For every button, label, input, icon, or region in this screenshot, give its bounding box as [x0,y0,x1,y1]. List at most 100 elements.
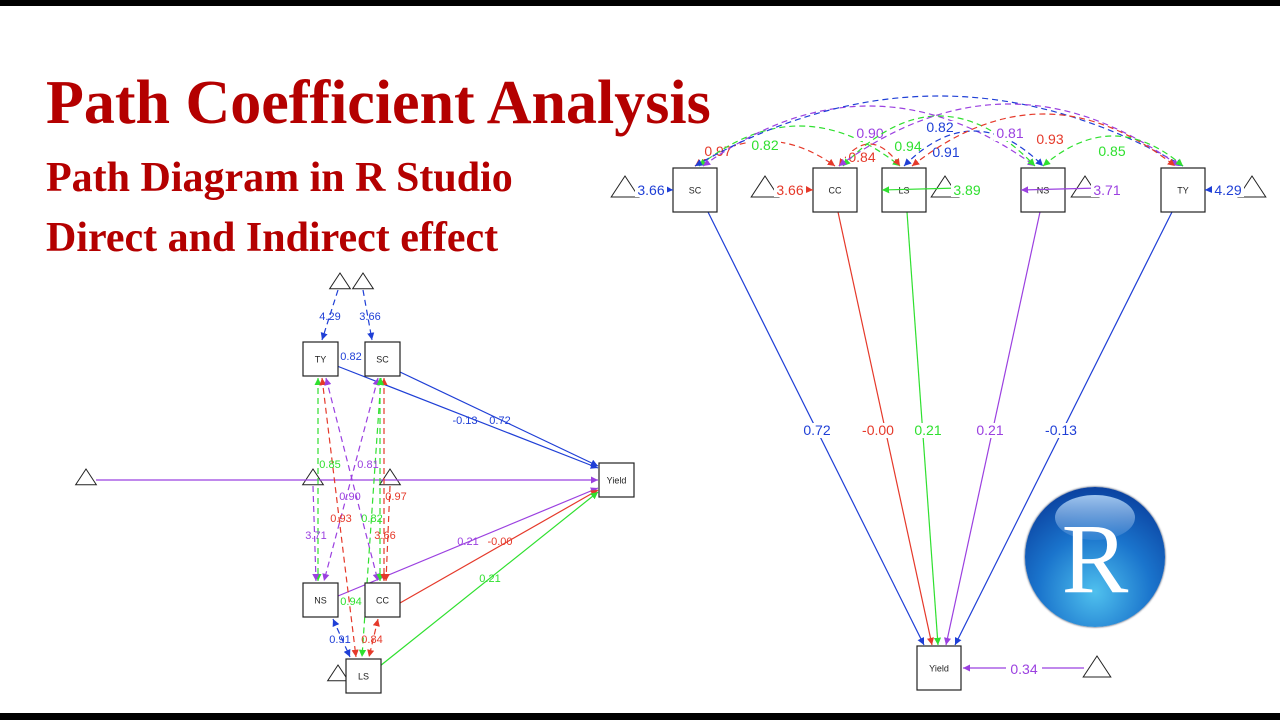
path-coefficient-SC: 0.72 [803,422,830,438]
label-bg [749,139,781,153]
node-yield-label: Yield [929,664,949,674]
left-node-ty-box [302,341,339,377]
variance-triangle-TY [1237,175,1267,198]
left-label-3: -0.13 [452,415,477,427]
left-variance-sc [362,289,375,341]
label-bg [951,182,983,197]
covariance-arc-CC-NS [842,115,1036,167]
left-path-sc-yield [399,371,599,467]
left-label-9: 0.93 [330,513,351,525]
left-node-yield-label: Yield [607,476,627,486]
variance-label-CC: 3.66 [776,182,803,198]
variance-label-SC: 3.66 [637,182,664,198]
left-latent-triangle-0 [328,272,352,290]
covariance-label-LS-NS: 0.91 [932,144,959,160]
label-bg [1034,133,1066,147]
left-label-13: 0.21 [457,536,478,548]
left-label-17: 0.91 [329,634,350,646]
covariance-arc-NS-TY [1042,135,1184,167]
variance-label-NS: 3.71 [1093,182,1120,198]
covariance-arc-SC-NS [702,105,1036,167]
left-node-ns-label: NS [314,596,327,606]
left-label-16: 0.94 [340,596,361,608]
label-bg [854,127,886,141]
label-bg [1006,661,1042,676]
node-ls-label: LS [898,186,909,196]
path-coefficient-NS: 0.21 [976,422,1003,438]
logo-shine [1055,495,1135,540]
node-sc-label: SC [689,186,702,196]
left-path-ls-yield [379,491,599,667]
label-bg [973,423,1007,438]
covariance-label-LS-TY: 0.93 [1036,131,1063,147]
variance-label-LS: 3.89 [953,182,980,198]
left-node-sc-box [364,341,401,377]
variance-label-TY: 4.29 [1214,182,1241,198]
left-node-sc-label: SC [376,355,389,365]
left-label-6: 0.90 [339,491,360,503]
label-bg [774,182,806,197]
left-label-5: 0.85 [319,459,340,471]
variance-arrow-NS [1020,186,1100,194]
label-bg [1044,423,1078,438]
left-cov-ns-ls [332,618,351,658]
covariance-label-CC-NS: 0.94 [894,138,921,154]
covariance-arc-CC-TY [838,103,1180,167]
r-logo: R [1025,487,1165,627]
label-bg [924,121,956,135]
left-node-cc-box [364,582,401,618]
label-bg [1212,182,1244,197]
node-cc-label: CC [829,186,842,196]
bottom-black-bar [0,713,1280,720]
left-node-ns-box [302,582,339,618]
left-latent-triangle-2 [74,468,98,486]
label-bg [635,182,667,197]
left-path-cc-yield [399,489,599,604]
left-label-1: 3.66 [359,311,380,323]
main-title: Path Coefficient Analysis [46,69,711,137]
variance-label-yield: 0.34 [1010,661,1037,677]
left-node-ls-label: LS [358,672,369,682]
left-label-8: 0.97 [385,491,406,503]
left-latent-triangle-3 [301,468,325,486]
left-cov-cc-ls [367,618,380,658]
left-node-cc-label: CC [376,596,389,606]
left-variance-ty [320,289,339,341]
top-black-bar [0,0,1280,6]
left-node-yield-box [598,462,635,498]
covariance-label-SC-CC: 0.97 [704,143,731,159]
label-bg [911,423,945,438]
covariance-arc-LS-TY [911,113,1176,167]
covariance-label-SC-NS: 0.90 [856,125,883,141]
variance-triangle-CC [750,175,780,198]
left-label-12: 3.66 [374,530,395,542]
label-bg [800,423,834,438]
covariance-label-CC-TY: 0.81 [996,125,1023,141]
label-bg [861,423,895,438]
subtitle-path-diagram: Path Diagram in R Studio [46,155,513,201]
left-label-11: 3.71 [305,530,326,542]
label-bg [892,140,924,154]
path-coefficient-TY: -0.13 [1045,422,1077,438]
left-node-ty-label: TY [315,355,327,365]
label-bg [1091,182,1123,197]
label-bg [930,146,962,160]
left-latent-triangle-5 [326,664,350,682]
variance-arrow-LS [881,186,960,194]
subtitle-direct-indirect: Direct and Indirect effect [46,215,499,261]
covariance-label-NS-TY: 0.85 [1098,143,1125,159]
left-label-14: -0.00 [487,536,512,548]
node-sc-box [672,167,718,213]
left-node-ls-box [345,658,382,694]
covariance-arc-SC-LS [698,125,901,167]
left-latent-triangle-4 [378,468,402,486]
node-ty-label: TY [1177,186,1189,196]
left-latent-triangle-1 [351,272,375,290]
variance-triangle-Yield [1082,655,1112,678]
node-ty-box [1160,167,1206,213]
node-ns-label: NS [1037,186,1050,196]
left-variance-ns [312,485,320,582]
node-yield-box [916,645,962,691]
left-label-18: 0.84 [361,634,382,646]
